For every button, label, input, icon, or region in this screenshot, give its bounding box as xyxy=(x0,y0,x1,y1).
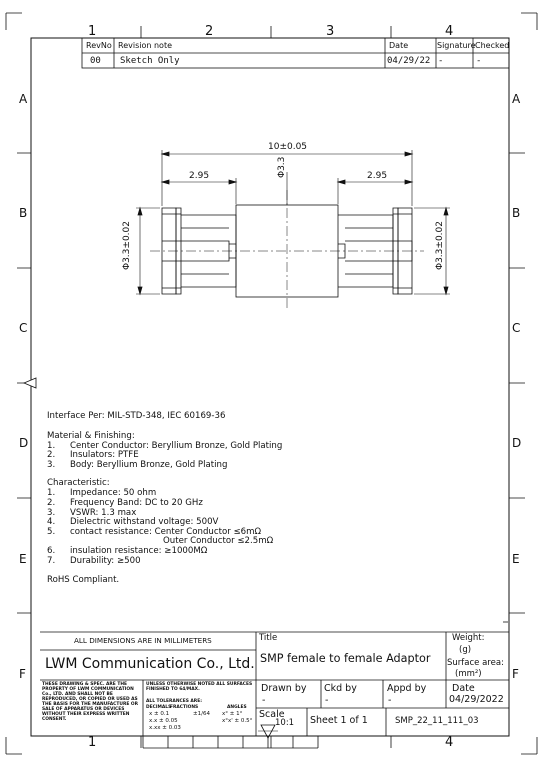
appd-by-value: - xyxy=(388,695,392,706)
date-value: 04/29/2022 xyxy=(449,694,504,705)
ckd-by-value: - xyxy=(325,695,329,706)
all-dimensions-note: ALL DIMENSIONS ARE IN MILLIMETERS xyxy=(74,636,212,645)
tol-r1-c2: ±1/64 xyxy=(193,711,210,717)
tol-r1-c1: x ± 0.1 xyxy=(149,711,170,717)
zone-col-2-top: 2 xyxy=(205,24,214,39)
tol-head-fractions: FRACTIONS xyxy=(170,705,199,710)
material-1: Center Conductor: Beryllium Bronze, Gold… xyxy=(70,441,283,451)
zone-col-4-bottom: 4 xyxy=(445,735,454,750)
tol-r1-c3: x° ± 1° xyxy=(222,711,243,717)
char-5: contact resistance: Center Conductor ≤6m… xyxy=(70,527,262,537)
char-7: Durability: ≥500 xyxy=(70,556,141,566)
weight-unit: (g) xyxy=(459,645,472,655)
char-num-6: 6. xyxy=(47,546,56,556)
drawing-number: SMP_22_11_111_03 xyxy=(395,716,479,726)
char-num-7: 7. xyxy=(47,556,56,566)
surface-label: Surface area: xyxy=(447,658,504,668)
char-4: Dielectric withstand voltage: 500V xyxy=(70,517,219,527)
zone-col-1-bottom: 1 xyxy=(88,735,97,750)
zone-row-b-right: B xyxy=(512,206,521,220)
char-num-5: 5. xyxy=(47,527,56,537)
char-3: VSWR: 1.3 max xyxy=(70,508,137,518)
char-num-1: 1. xyxy=(47,488,56,498)
drawing-title: SMP female to female Adaptor xyxy=(260,652,431,665)
rev-header-note: Revision note xyxy=(118,41,172,50)
tolerance-note-2: ALL TOLERANCES ARE: xyxy=(146,699,202,704)
char-num-2: 2. xyxy=(47,498,56,508)
zone-col-4-top: 4 xyxy=(445,24,454,39)
material-3: Body: Beryllium Bronze, Gold Plating xyxy=(70,460,228,470)
scale-label: Scale xyxy=(259,709,285,720)
rev-row-note: Sketch Only xyxy=(120,56,180,66)
zone-row-c-right: C xyxy=(512,321,521,335)
zone-row-b-left: B xyxy=(19,206,28,220)
surface-unit: (mm²) xyxy=(455,669,482,679)
dim-left-segment: 2.95 xyxy=(189,171,210,181)
zone-row-a-left: A xyxy=(19,92,28,106)
char-2: Frequency Band: DC to 20 GHz xyxy=(70,498,203,508)
rev-row-signature: - xyxy=(438,56,444,66)
property-note: THESE DRAWING & SPEC. ARE THE PROPERTY O… xyxy=(42,682,138,723)
dim-center-diameter: Φ3.3 xyxy=(277,156,287,178)
zone-row-d-right: D xyxy=(512,436,522,450)
dim-left-end-diameter: Φ3.3±0.02 xyxy=(122,221,132,270)
char-num-3: 3. xyxy=(47,508,56,518)
tol-r2-c3: x°x' ± 0.5° xyxy=(222,718,253,724)
dim-right-end-diameter: Φ3.3±0.02 xyxy=(435,221,445,270)
material-2: Insulators: PTFE xyxy=(70,450,139,460)
drawn-by-label: Drawn by xyxy=(261,683,307,694)
scale-value: 10:1 xyxy=(275,718,295,728)
zone-row-a-right: A xyxy=(512,92,521,106)
tol-head-angles: ANGLES xyxy=(227,705,247,710)
char-1: Impedance: 50 ohm xyxy=(70,488,157,498)
rev-row-date: 04/29/22 xyxy=(387,56,431,66)
material-num-3: 3. xyxy=(47,460,56,470)
char-6: insulation resistance: ≥1000MΩ xyxy=(70,546,208,556)
rev-header-date: Date xyxy=(389,41,409,50)
appd-by-label: Appd by xyxy=(387,683,427,694)
tol-head-decimals: DECIMALS xyxy=(146,705,172,710)
tol-r2-c1: x.x ± 0.05 xyxy=(149,718,178,724)
sheet-number: Sheet 1 of 1 xyxy=(310,715,368,726)
rev-row-revno: 00 xyxy=(90,56,101,66)
drawn-by-value: - xyxy=(262,695,266,706)
company-name: LWM Communication Co., Ltd. xyxy=(45,656,255,672)
zone-row-f-left: F xyxy=(19,667,26,681)
characteristic-title: Characteristic: xyxy=(47,478,110,488)
char-5b: Outer Conductor ≤2.5mΩ xyxy=(163,536,274,546)
tol-r3-c1: x.xx ± 0.03 xyxy=(149,725,181,731)
zone-row-f-right: F xyxy=(512,667,519,681)
interface-note: Interface Per: MIL-STD-348, IEC 60169-36 xyxy=(47,411,226,421)
zone-col-3-top: 3 xyxy=(326,24,335,39)
zone-row-e-right: E xyxy=(512,552,520,566)
rohs-note: RoHS Compliant. xyxy=(47,575,120,585)
zone-row-c-left: C xyxy=(19,321,28,335)
material-title: Material & Finishing: xyxy=(47,431,135,441)
rev-header-checked: Checked xyxy=(475,41,510,50)
rev-row-checked: - xyxy=(476,56,482,66)
zone-col-1-top: 1 xyxy=(88,24,97,39)
dim-overall-length: 10±0.05 xyxy=(268,142,308,152)
weight-label: Weight: xyxy=(452,633,485,643)
material-num-2: 2. xyxy=(47,450,56,460)
dim-right-segment: 2.95 xyxy=(367,171,388,181)
ckd-by-label: Ckd by xyxy=(324,683,357,694)
rev-header-revno: RevNo xyxy=(86,41,112,50)
tolerance-note-1: UNLESS OTHERWISE NOTED ALL SURFACES FINI… xyxy=(146,682,253,693)
rev-header-signature: Signature xyxy=(437,41,476,50)
zone-row-d-left: D xyxy=(19,436,29,450)
zone-row-e-left: E xyxy=(19,552,27,566)
date-label: Date xyxy=(452,683,475,694)
material-num-1: 1. xyxy=(47,441,56,451)
title-label: Title xyxy=(259,633,278,643)
char-num-4: 4. xyxy=(47,517,56,527)
